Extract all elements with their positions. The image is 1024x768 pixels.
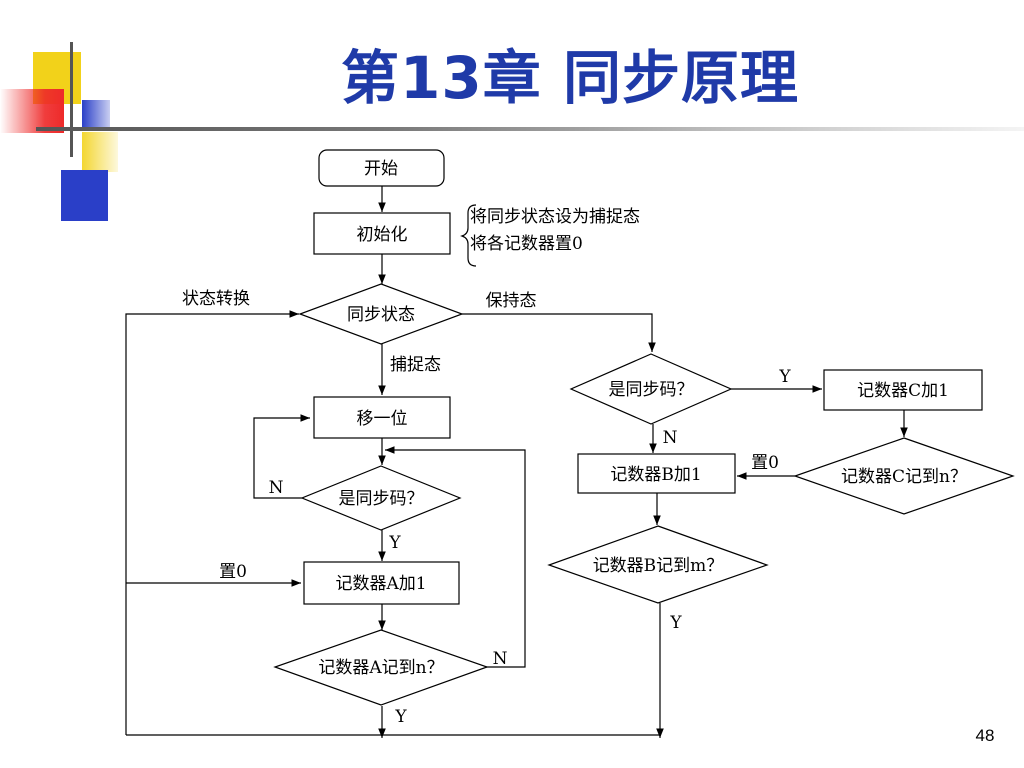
deco-vertical-line [70,42,73,157]
deco-blue-square [61,170,108,221]
deco-red-gradient [0,89,64,133]
counter-a-check-label: 记数器A记到n？ [318,658,443,678]
no-right-label: N [663,428,678,448]
counter-b-inc-box [577,453,736,494]
counter-c-check-label: 记数器C记到n？ [841,467,967,487]
init-notes-brace [460,204,477,267]
init-box [313,212,451,255]
is-sync-code-left-label: 是同步码？ [339,489,424,509]
sync-state-label: 同步状态 [347,305,415,325]
counter-c-inc-box [823,369,983,411]
yes-left-label: Y [388,533,401,553]
no-a-label: N [493,649,508,669]
init-note-2: 将各记数器置0 [470,234,583,254]
capture-state-label: 捕捉态 [390,355,441,375]
reset-b-label: 置0 [751,453,779,473]
counter-a-inc-label: 记数器A加1 [335,574,426,594]
init-label: 初始化 [357,225,408,245]
yes-right-label: Y [778,367,791,387]
no-left-label: N [269,478,284,498]
title-underline [36,127,1024,131]
start-label: 开始 [364,159,398,179]
sync-state-decision [298,283,464,345]
start-node [318,149,445,187]
slide-title: 第13章 同步原理 [341,44,799,112]
is-sync-code-right-decision [569,353,733,425]
counter-a-inc-box [303,561,460,605]
is-sync-code-left-decision [300,465,462,531]
yes-b-label: Y [669,613,682,633]
state-switch-label: 状态转换 [182,289,250,309]
shift-box [313,396,451,439]
counter-b-check-decision [547,525,769,604]
is-sync-code-right-label: 是同步码？ [609,380,694,400]
counter-a-check-decision [273,629,489,706]
counter-b-check-label: 记数器B记到m？ [593,556,724,576]
counter-c-inc-label: 记数器C加1 [857,381,949,401]
counter-c-check-decision [793,437,1015,515]
counter-b-inc-label: 记数器B加1 [610,465,701,485]
hold-state-label: 保持态 [486,291,537,311]
deco-yellow-small [82,132,118,172]
shift-label: 移一位 [357,409,408,429]
deco-blue-small [82,100,110,128]
reset-a-label: 置0 [219,562,247,582]
page-number: 48 [975,726,995,745]
init-note-1: 将同步状态设为捕捉态 [470,207,640,227]
yes-a-label: Y [394,707,407,727]
